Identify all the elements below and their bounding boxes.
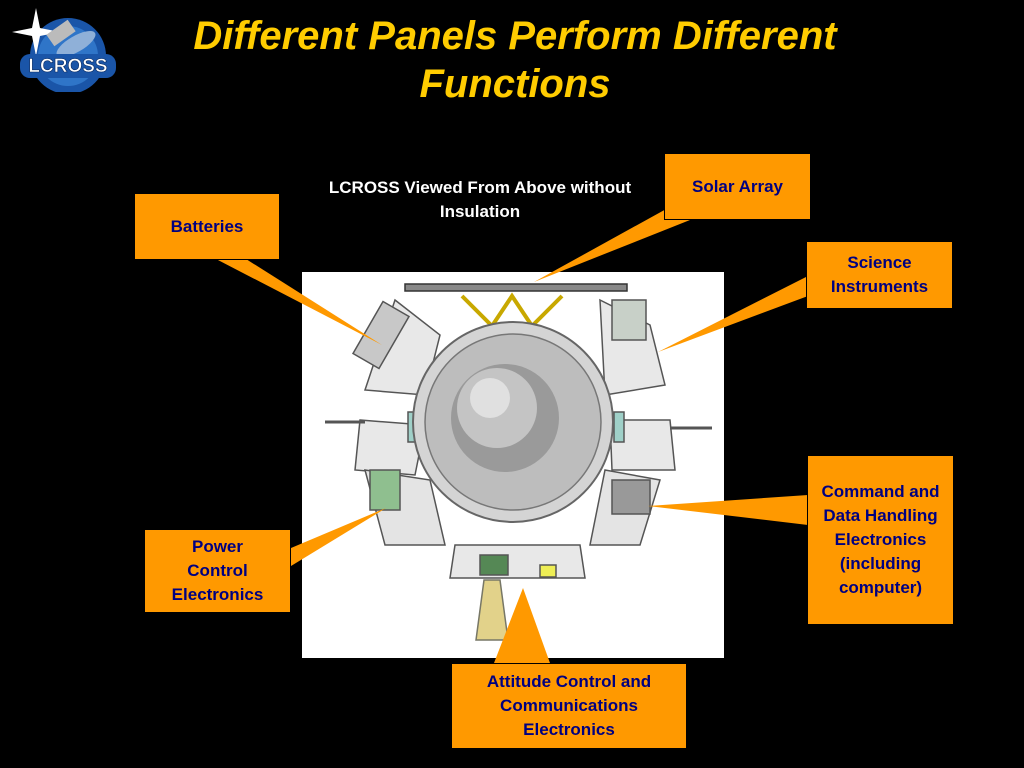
- callout-solar-array: Solar Array: [664, 153, 811, 220]
- power-electronics-box: [369, 469, 401, 511]
- pointer-command-data: [648, 495, 808, 525]
- pointer-solar-array: [534, 208, 690, 282]
- callout-science-instruments-label: Science Instruments: [830, 253, 929, 296]
- callout-attitude-control-label: Attitude Control and Communications Elec…: [486, 672, 652, 739]
- figure-caption: LCROSS Viewed From Above without Insulat…: [328, 178, 632, 221]
- pointer-power-control: [291, 508, 386, 566]
- cdh-electronics-box: [611, 479, 651, 515]
- callout-command-data-label: Command and Data Handling Electronics (i…: [821, 482, 940, 597]
- callout-command-data-handling: Command and Data Handling Electronics (i…: [807, 455, 954, 625]
- lcross-logo: LCROSS: [12, 8, 116, 92]
- central-tank: [412, 321, 614, 523]
- pointer-attitude-control: [494, 588, 550, 663]
- callout-batteries: Batteries: [134, 193, 280, 260]
- callout-solar-array-label: Solar Array: [691, 176, 784, 196]
- callout-power-control: Power Control Electronics: [144, 529, 291, 613]
- callout-attitude-control: Attitude Control and Communications Elec…: [451, 663, 687, 749]
- science-instrument-box: [611, 299, 647, 341]
- pointer-science-instruments: [658, 276, 808, 352]
- spacecraft-drawing: [325, 283, 712, 641]
- logo-text: LCROSS: [28, 56, 107, 77]
- battery-pack: [351, 300, 411, 370]
- solar-array-bracket: [460, 292, 564, 330]
- callout-batteries-label: Batteries: [170, 216, 244, 236]
- callout-pointers: [216, 208, 808, 663]
- callout-science-instruments: Science Instruments: [806, 241, 953, 309]
- slide-title: Different Panels Perform Different Funct…: [193, 14, 837, 106]
- acs-electronics-box: [479, 554, 509, 576]
- callout-power-control-label: Power Control Electronics: [171, 537, 264, 604]
- solar-array-bar: [404, 283, 628, 292]
- pointer-batteries: [216, 259, 382, 345]
